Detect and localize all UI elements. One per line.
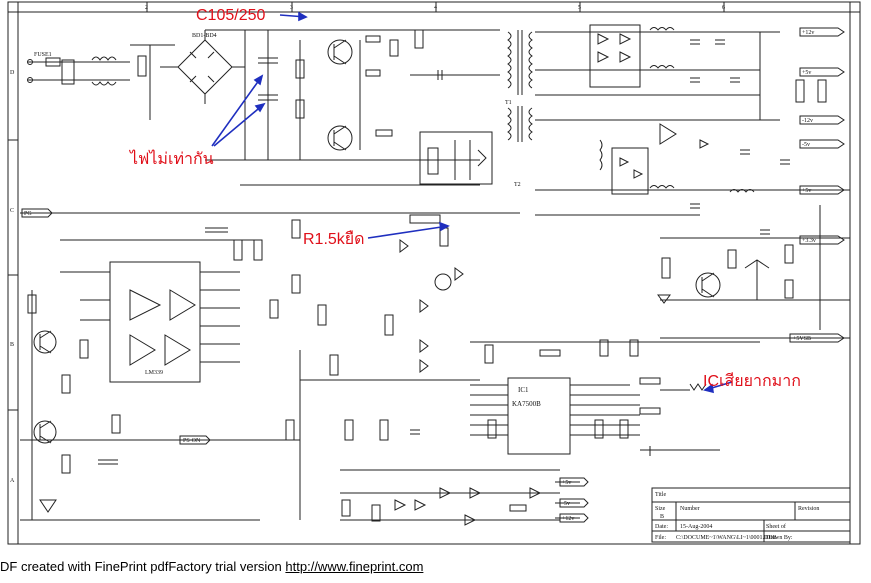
col-label: 2 <box>145 5 148 11</box>
date-label: Date: <box>655 524 668 530</box>
feedback-network <box>285 214 560 520</box>
standby-section <box>657 205 850 339</box>
lm339-label: LM339 <box>145 370 163 376</box>
row-label: D <box>10 70 15 76</box>
annotation-voltage-unequal: ไฟไม่เท่ากัน <box>128 149 214 168</box>
footer-link[interactable]: http://www.fineprint.com <box>285 559 424 574</box>
revision-label: Revision <box>798 506 819 512</box>
ic-part-label: KA7500B <box>512 400 541 408</box>
ic-ref-label: IC1 <box>518 386 529 394</box>
drawn-label: Drawn By: <box>766 535 793 541</box>
out-m5: -5v <box>802 142 810 148</box>
col-label: 4 <box>434 5 437 11</box>
number-label: Number <box>680 506 700 512</box>
pdf-footer: DF created with FinePrint pdfFactory tri… <box>0 559 423 574</box>
row-label: C <box>10 208 14 214</box>
size-label: Size <box>655 506 666 512</box>
lm339-comparator <box>20 212 520 383</box>
title-block-text: Title Size Number Revision B Date: 15-Au… <box>655 492 819 541</box>
output-connectors <box>21 27 845 523</box>
page-frame <box>7 1 861 545</box>
component-labels: IC1 KA7500B LM339 T1 T2 FUSE1 BD1-BD4 +1… <box>24 30 816 522</box>
col-label: 6 <box>722 5 725 11</box>
size-value: B <box>660 514 664 520</box>
mains-input-section <box>27 44 175 120</box>
out-p5c: +5v <box>562 480 571 486</box>
annotation-r15k: R1.5kยืด <box>303 230 365 248</box>
date-value: 15-Aug-2004 <box>680 524 712 530</box>
pwm-ic-ka7500 <box>470 339 760 456</box>
left-transistors <box>20 290 300 521</box>
t1-label: T1 <box>505 100 512 106</box>
grid-labels: 2 3 4 5 6 D C B A <box>10 5 725 484</box>
out-p12: +12v <box>802 30 814 36</box>
red-annotations: C105/250 ไฟไม่เท่ากัน R1.5kยืด ICเสียยาก… <box>128 7 801 390</box>
row-label: A <box>10 478 15 484</box>
col-label: 5 <box>578 5 581 11</box>
fuse-label: FUSE1 <box>34 52 52 58</box>
col-label: 3 <box>290 5 293 11</box>
out-p5: +5v <box>802 70 811 76</box>
title-label: Title <box>655 492 666 498</box>
pg-label: PG <box>24 211 32 217</box>
row-label: B <box>10 342 14 348</box>
out-m12: -12v <box>802 118 813 124</box>
ps-on-label: PS-ON <box>183 438 201 444</box>
annotation-arrows <box>211 11 733 394</box>
annotation-c105: C105/250 <box>196 7 265 24</box>
bulk-capacitors <box>205 29 500 186</box>
out-p12b: +12v <box>562 516 574 522</box>
sheet-label: Sheet of <box>766 523 786 530</box>
output-rectifiers <box>535 24 850 216</box>
file-label: File: <box>655 535 666 541</box>
file-value: C:\DOCUME~1\WANG\LI~1\0001.DDB <box>676 535 777 541</box>
driver-transformer <box>419 131 493 185</box>
annotation-ic-hard-to-fail: ICเสียยากมาก <box>703 372 801 390</box>
out-p33: +3.3v <box>802 238 816 244</box>
bridge-label: BD1-BD4 <box>192 33 217 39</box>
bridge-rectifier <box>160 30 245 104</box>
bottom-diode-chain <box>340 481 580 526</box>
half-bridge-transistors <box>295 29 500 160</box>
title-block <box>651 487 851 543</box>
t2-label: T2 <box>514 182 521 188</box>
footer-text: DF created with FinePrint pdfFactory tri… <box>0 559 282 574</box>
out-p5b: +5v <box>802 188 811 194</box>
out-p5vsb: +5VSB <box>793 336 811 342</box>
out-m5b: -5v <box>562 501 570 507</box>
main-transformer-t1 <box>507 30 533 142</box>
